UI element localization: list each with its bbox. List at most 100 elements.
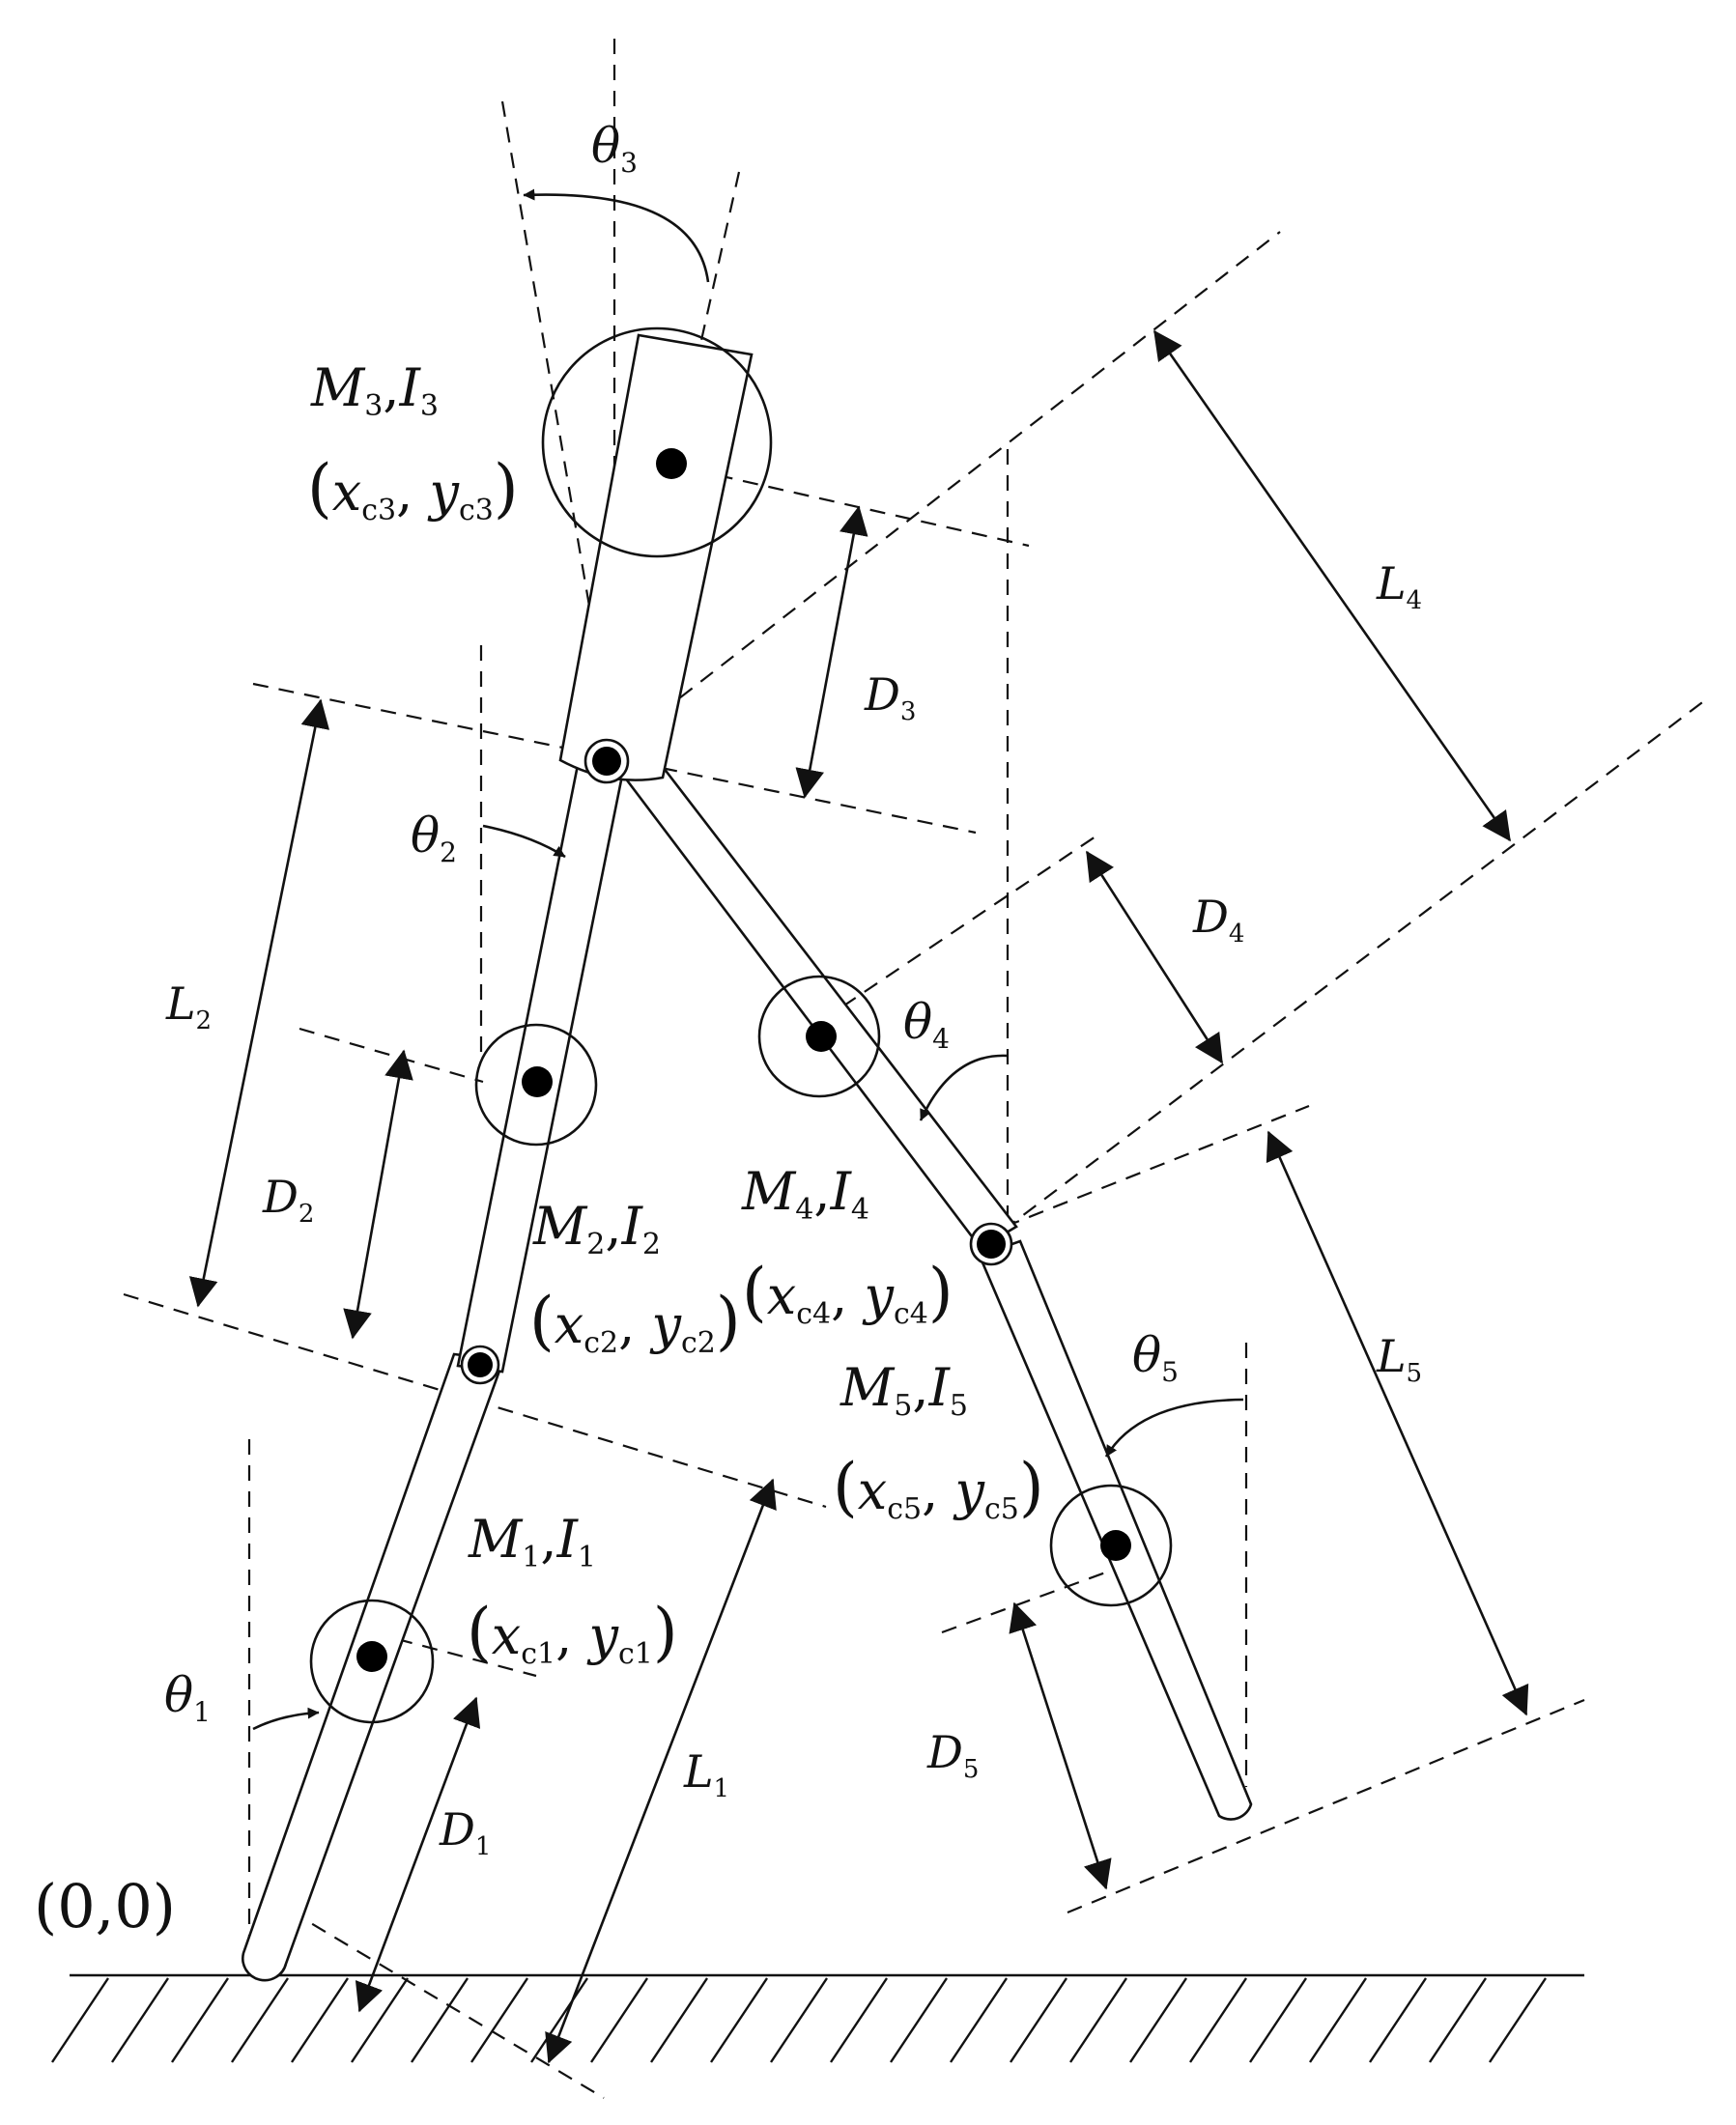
com-dot-2 (522, 1066, 553, 1097)
com-dot-4 (806, 1021, 837, 1052)
l1-arrow (545, 1478, 777, 2064)
d1-label: D1 (439, 1803, 491, 1861)
l2-label: L2 (165, 978, 212, 1035)
ground-hatch-stroke-11 (710, 1977, 768, 2063)
d4-arrow (1085, 850, 1224, 1064)
mass-label-5: M5,I5 (xc5, yc5) (833, 1357, 1044, 1526)
joints (460, 738, 1013, 1385)
ground-hatch-stroke-23 (1429, 1977, 1487, 2063)
origin-label: (0,0) (34, 1871, 176, 1941)
d2-label: D2 (262, 1171, 314, 1229)
d5-label: D5 (926, 1726, 979, 1784)
mass-label-4: M4,I4 (xc4, yc4) (741, 1161, 953, 1331)
theta3-label: θ3 (591, 118, 638, 179)
d3-arrow (795, 505, 868, 799)
theta2-label: θ2 (411, 808, 457, 868)
com-circle-2 (474, 1023, 598, 1147)
ground-hatch-stroke-20 (1249, 1977, 1307, 2063)
theta5-label: θ5 (1132, 1327, 1179, 1388)
mass-label-3: M3,I3 (xc3, yc3) (307, 357, 519, 527)
coords-3: (xc3, yc3) (307, 451, 519, 527)
link-3-torso (558, 333, 754, 781)
foot-base-line-right (1067, 1698, 1585, 1914)
ground-hatch-stroke-5 (351, 1977, 409, 2063)
ground (51, 1973, 1584, 2063)
theta2-arc (482, 824, 566, 859)
ground-hatch-stroke-13 (830, 1977, 888, 2063)
angle-arcs (252, 188, 1244, 1731)
hip-joint-dot (592, 747, 621, 776)
theta5-arc (1104, 1398, 1244, 1458)
mass-inertia-2: M2,I2 (532, 1196, 661, 1261)
link-4-thigh-right (605, 732, 1018, 1250)
mass-inertia-5: M5,I5 (840, 1357, 968, 1423)
ground-hatch-stroke-24 (1489, 1977, 1547, 2063)
ground-hatching (51, 1977, 1547, 2063)
mass-label-1: M1,I1 (xc1, yc1) (467, 1509, 678, 1671)
ground-hatch-stroke-8 (530, 1977, 588, 2063)
ground-hatch-stroke-9 (590, 1977, 648, 2063)
com-dot-3 (656, 448, 687, 479)
dimension-arrows (188, 329, 1529, 2064)
d4-label: D4 (1192, 891, 1244, 949)
coords-1: (xc1, yc1) (467, 1595, 678, 1671)
ground-hatch-stroke-7 (470, 1977, 528, 2063)
knee-diag-l4 (1002, 699, 1706, 1232)
ground-hatch-stroke-21 (1309, 1977, 1367, 2063)
mass-label-2: M2,I2 (xc2, yc2) (529, 1196, 741, 1360)
mass-centers (309, 326, 1173, 1724)
theta3-arc (523, 188, 710, 283)
ground-hatch-stroke-3 (231, 1977, 289, 2063)
mass-inertia-3: M3,I3 (310, 357, 439, 423)
ground-hatch-stroke-14 (890, 1977, 948, 2063)
l5-arrow (1266, 1130, 1529, 1716)
d2-arrow (343, 1049, 413, 1340)
com-circle-4 (757, 975, 881, 1098)
l2-arrow (188, 698, 330, 1308)
ground-hatch-stroke-0 (51, 1977, 109, 2063)
d5-line (941, 1558, 1141, 1634)
theta1-label: θ1 (164, 1667, 211, 1728)
ground-hatch-stroke-16 (1010, 1977, 1067, 2063)
ground-hatch-stroke-1 (111, 1977, 169, 2063)
coords-4: (xc4, yc4) (742, 1255, 953, 1331)
ground-hatch-stroke-12 (770, 1977, 828, 2063)
ground-hatch-stroke-2 (171, 1977, 229, 2063)
vertical-reference-lines (247, 39, 1248, 1970)
l4-arrow (1153, 329, 1512, 842)
ground-hatch-stroke-10 (650, 1977, 708, 2063)
ground-hatch-stroke-22 (1369, 1977, 1427, 2063)
ground-hatch-stroke-6 (411, 1977, 469, 2063)
link-2-thigh-left (456, 753, 627, 1374)
theta4-label: θ4 (903, 994, 950, 1055)
text-labels: (0,0) θ1 θ2 θ3 θ4 θ5 L1 L2 L4 L5 D1 D2 D… (34, 118, 1422, 1941)
ground-hatch-stroke-4 (291, 1977, 349, 2063)
foot-base-line (289, 1910, 605, 2099)
knee-joint-left-dot (468, 1352, 493, 1377)
com-dot-1 (356, 1641, 387, 1672)
l5-label: L5 (1376, 1330, 1422, 1388)
ground-hatch-stroke-19 (1189, 1977, 1247, 2063)
d1-arrow (355, 1696, 481, 2013)
knee-line-right (1004, 1104, 1310, 1229)
l4-label: L4 (1376, 557, 1422, 615)
com-dot-5 (1100, 1530, 1131, 1561)
knee-joint-right-dot (977, 1230, 1006, 1259)
theta4-arc (919, 1054, 1009, 1121)
theta1-arc (252, 1707, 320, 1731)
ground-hatch-stroke-18 (1129, 1977, 1187, 2063)
d5-arrow (1009, 1601, 1112, 1890)
mass-inertia-4: M4,I4 (741, 1161, 869, 1227)
leg-links (242, 333, 1253, 1982)
coords-5: (xc5, yc5) (833, 1450, 1044, 1526)
ground-hatch-stroke-17 (1069, 1977, 1127, 2063)
mass-inertia-1: M1,I1 (468, 1509, 596, 1574)
d3-label: D3 (864, 668, 916, 726)
com-circle-3 (541, 326, 773, 558)
coords-2: (xc2, yc2) (529, 1284, 741, 1360)
l1-label: L1 (683, 1745, 729, 1803)
d2-line (299, 1027, 484, 1084)
ground-hatch-stroke-15 (950, 1977, 1008, 2063)
d4-line (820, 832, 1102, 1022)
